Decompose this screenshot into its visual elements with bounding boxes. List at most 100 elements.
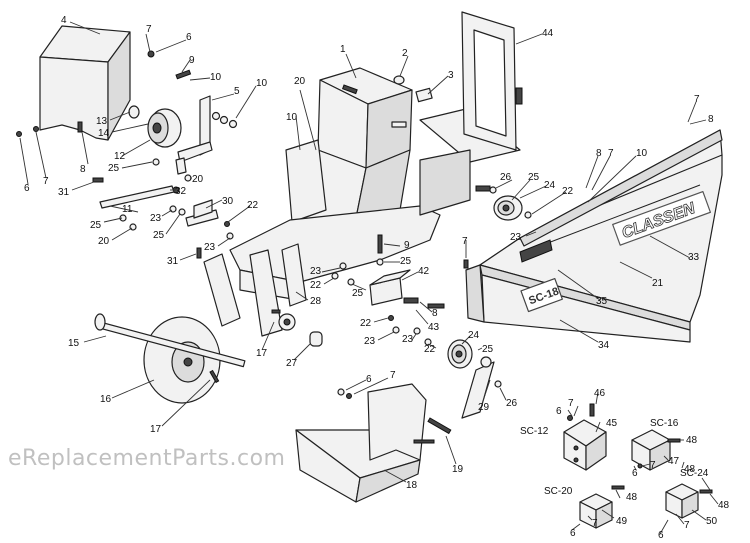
callout-label: 28 bbox=[310, 296, 322, 307]
callout-label: 10 bbox=[286, 112, 298, 123]
callout-label: 48 bbox=[686, 435, 698, 446]
callout-label: 2 bbox=[402, 48, 408, 59]
callout-label: 20 bbox=[192, 174, 204, 185]
discharge-chute-part bbox=[295, 383, 452, 503]
callout-label: 8 bbox=[80, 164, 86, 175]
callout-label: 7 bbox=[650, 460, 656, 471]
variant-mount-sc12 bbox=[563, 403, 607, 471]
callout-label: 46 bbox=[594, 388, 606, 399]
side-plate-part bbox=[285, 139, 327, 223]
callout-label: 9 bbox=[404, 240, 410, 251]
rear-cover-part bbox=[39, 25, 131, 141]
callout-label: 25 bbox=[400, 256, 412, 267]
callout-label: 19 bbox=[452, 464, 464, 475]
link-bar-part bbox=[99, 185, 234, 259]
callout-label: 22 bbox=[247, 200, 259, 211]
callout-label: 4 bbox=[61, 15, 67, 26]
callout-label: 20 bbox=[294, 76, 306, 87]
variant-mount-sc16 bbox=[631, 429, 681, 471]
callout-label: 22 bbox=[562, 186, 574, 197]
callout-label: 15 bbox=[68, 338, 80, 349]
callout-label: 25 bbox=[352, 288, 364, 299]
callout-labels: 4 7 6 9 10 10 5 13 14 12 8 6 7 31 25 20 … bbox=[24, 15, 730, 541]
mount-bracket-part bbox=[369, 269, 419, 306]
callout-label: 25 bbox=[482, 344, 494, 355]
callout-label: 22 bbox=[310, 280, 322, 291]
callout-label: 14 bbox=[98, 128, 110, 139]
callout-label: 6 bbox=[658, 530, 664, 541]
callout-label: 23 bbox=[150, 213, 162, 224]
callout-label: 7 bbox=[694, 94, 700, 105]
callout-label: 23 bbox=[204, 242, 216, 253]
idler-pulley-upper bbox=[475, 185, 542, 236]
callout-label: 7 bbox=[684, 520, 690, 531]
variant-mount-sc20 bbox=[579, 485, 625, 529]
wheel-assembly bbox=[94, 309, 323, 404]
callout-label: 7 bbox=[390, 370, 396, 381]
belt-guard-part bbox=[465, 129, 723, 343]
callout-label: 25 bbox=[90, 220, 102, 231]
callout-label: 23 bbox=[402, 334, 414, 345]
callout-label: 29 bbox=[478, 402, 490, 413]
callout-label: 17 bbox=[256, 348, 268, 359]
variant-label-sc12: SC-12 bbox=[520, 426, 549, 437]
callout-label: 17 bbox=[150, 424, 162, 435]
hardware-mid bbox=[331, 234, 469, 346]
callout-label: 7 bbox=[608, 148, 614, 159]
callout-label: 23 bbox=[310, 266, 322, 277]
callout-label: 42 bbox=[418, 266, 430, 277]
callout-label: 10 bbox=[210, 72, 222, 83]
callout-label: 22 bbox=[360, 318, 372, 329]
callout-label: 47 bbox=[668, 456, 680, 467]
variant-label-sc16: SC-16 bbox=[650, 418, 679, 429]
pulley-assembly bbox=[128, 105, 182, 148]
variant-label-sc24: SC-24 bbox=[680, 468, 709, 479]
bracket-arm-part bbox=[175, 95, 213, 175]
callout-label: 20 bbox=[98, 236, 110, 247]
callout-label: 34 bbox=[598, 340, 610, 351]
model-decal: SC-18 bbox=[519, 239, 563, 313]
callout-label: 50 bbox=[706, 516, 718, 527]
callout-label: 7 bbox=[43, 176, 49, 187]
callout-label: 31 bbox=[58, 187, 70, 198]
callout-label: 25 bbox=[528, 172, 540, 183]
hardware-top-center bbox=[393, 75, 433, 103]
callout-label: 45 bbox=[606, 418, 618, 429]
callout-label: 35 bbox=[596, 296, 608, 307]
callout-label: 49 bbox=[616, 516, 628, 527]
callout-label: 6 bbox=[366, 374, 372, 385]
callout-label: 26 bbox=[506, 398, 518, 409]
callout-label: 18 bbox=[406, 480, 418, 491]
callout-label: 13 bbox=[96, 116, 108, 127]
callout-label: 10 bbox=[636, 148, 648, 159]
callout-label: 48 bbox=[684, 464, 696, 475]
leader-lines bbox=[19, 21, 719, 535]
callout-label: 24 bbox=[544, 180, 556, 191]
callout-label: 8 bbox=[432, 308, 438, 319]
callout-label: 5 bbox=[234, 86, 240, 97]
callout-label: 30 bbox=[222, 196, 234, 207]
idler-pulley-lower bbox=[447, 339, 502, 419]
callout-label: 43 bbox=[428, 322, 440, 333]
callout-label: 48 bbox=[626, 492, 638, 503]
callout-label: 33 bbox=[688, 252, 700, 263]
variant-labels: SC-12 SC-16 SC-20 SC-24 bbox=[520, 418, 709, 497]
callout-label: 6 bbox=[24, 183, 30, 194]
callout-label: 21 bbox=[652, 278, 664, 289]
callout-label: 12 bbox=[114, 151, 126, 162]
callout-label: 32 bbox=[175, 186, 187, 197]
handle-frame-part bbox=[461, 11, 523, 151]
callout-label: 9 bbox=[189, 55, 195, 66]
hardware-upper-left bbox=[16, 50, 238, 194]
callout-label: 22 bbox=[424, 344, 436, 355]
variant-label-sc20: SC-20 bbox=[544, 486, 573, 497]
callout-label: 7 bbox=[568, 398, 574, 409]
callout-label: 7 bbox=[462, 236, 468, 247]
callout-label: 25 bbox=[153, 230, 165, 241]
callout-label: 23 bbox=[510, 232, 522, 243]
callout-label: 25 bbox=[108, 163, 120, 174]
callout-label: 27 bbox=[286, 358, 298, 369]
callout-label: 6 bbox=[556, 406, 562, 417]
callout-label: 3 bbox=[448, 70, 454, 81]
